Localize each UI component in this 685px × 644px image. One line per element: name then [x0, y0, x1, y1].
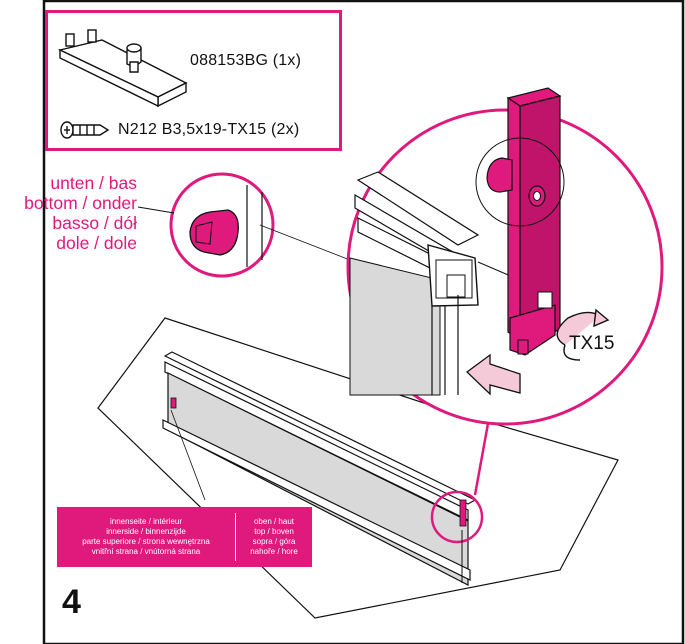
- side-label-line: dole / dole: [56, 233, 137, 253]
- sticker-divider: [235, 513, 236, 561]
- step-number: 4: [62, 583, 81, 621]
- sticker-line: parte superiore / strona wewnętrzna: [82, 537, 210, 546]
- detail-circle-large: [346, 87, 664, 426]
- page-frame: [42, 0, 685, 644]
- orientation-sticker: innenseite / intérieur innerside / binne…: [57, 507, 312, 567]
- detail-circle-rail: [430, 490, 484, 544]
- sticker-line: innerside / binnenzijde: [106, 527, 186, 536]
- detail-circle-small: [169, 172, 275, 278]
- sticker-line: sopra / góra: [252, 537, 296, 546]
- sticker-line: vnitřní strana / vnútorná strana: [91, 547, 201, 556]
- end-stop-detail-small: [189, 209, 239, 256]
- side-label-line: basso / dół: [52, 213, 137, 233]
- sticker-line: innenseite / intérieur: [109, 517, 183, 526]
- sticker-inner-side: innenseite / intérieur innerside / binne…: [57, 507, 235, 567]
- sticker-line: top / boven: [254, 527, 294, 536]
- end-stop-small-left: [170, 397, 177, 409]
- bottom-side-label: unten / bas bottom / onder basso / dół d…: [0, 173, 137, 253]
- tool-label: TX15: [569, 333, 615, 354]
- side-label-line: unten / bas: [50, 173, 137, 193]
- push-arrow-icon: [465, 353, 521, 396]
- part-screw-label: N212 B3,5x19-TX15 (2x): [118, 121, 300, 138]
- rotate-arrow-icon: [556, 308, 610, 361]
- side-label-line: bottom / onder: [24, 193, 137, 213]
- leader-line: [137, 206, 175, 214]
- sticker-top-side: oben / haut top / boven sopra / góra nah…: [236, 507, 312, 567]
- sticker-line: nahoře / hore: [250, 547, 298, 556]
- sticker-line: oben / haut: [253, 517, 295, 526]
- screw-icon: [60, 121, 110, 139]
- bracket-part-drawing: [57, 29, 188, 108]
- parts-list-box: [45, 10, 342, 151]
- glass-rail: [162, 351, 477, 586]
- part-bracket-label: 088153BG (1x): [190, 52, 302, 69]
